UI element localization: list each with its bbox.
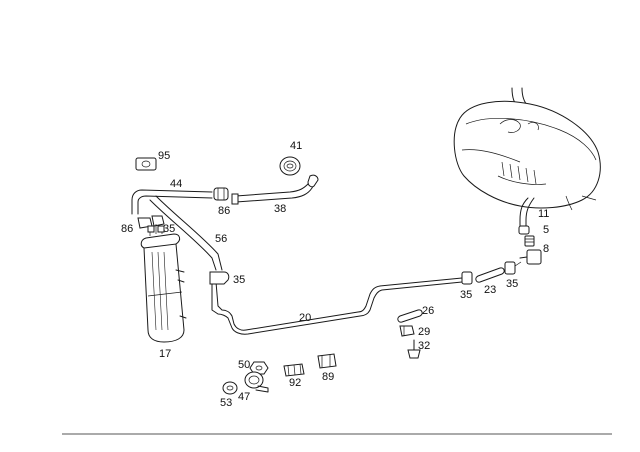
callout-35-left: 35 <box>163 223 175 235</box>
canister-17 <box>140 224 187 343</box>
part-95 <box>135 157 157 171</box>
clip-92 <box>283 363 305 377</box>
callout-86-left: 86 <box>121 223 133 235</box>
grommet-41 <box>279 156 301 176</box>
callout-11: 11 <box>538 208 549 220</box>
callout-86-top: 86 <box>218 205 230 217</box>
callout-95: 95 <box>158 150 170 162</box>
clamp-86-top <box>213 187 229 201</box>
valve-8 <box>519 235 542 265</box>
hose-23 <box>475 267 505 283</box>
callout-44: 44 <box>170 178 182 190</box>
nut-50 <box>249 361 269 375</box>
callout-35-right1: 35 <box>460 289 472 301</box>
hose-44 <box>131 189 213 215</box>
fuel-line-20 <box>211 277 463 335</box>
clip-29 <box>399 325 415 337</box>
clamp-47 <box>244 371 269 393</box>
clamp-35-right1 <box>461 271 473 285</box>
callout-50: 50 <box>238 359 250 371</box>
fuel-tank <box>453 87 601 211</box>
hose-56 <box>149 195 223 271</box>
screw-32 <box>407 339 421 359</box>
callout-89: 89 <box>322 371 334 383</box>
callout-20: 20 <box>299 312 311 324</box>
callout-38: 38 <box>274 203 286 215</box>
callout-29: 29 <box>418 326 430 338</box>
clamp-5 <box>518 225 530 235</box>
clip-89 <box>317 353 337 369</box>
clamp-35-right2 <box>504 261 522 275</box>
hose-11 <box>519 197 535 227</box>
clamp-35-mid <box>209 271 230 285</box>
callout-23: 23 <box>484 284 496 296</box>
callout-92: 92 <box>289 377 301 389</box>
clamp-35-left <box>151 215 165 227</box>
callout-17: 17 <box>159 348 171 360</box>
hose-26 <box>397 309 423 323</box>
callout-53: 53 <box>220 397 232 409</box>
callout-5: 5 <box>543 224 549 236</box>
callout-35-right2: 35 <box>506 278 518 290</box>
hose-38 <box>231 174 319 205</box>
callout-26: 26 <box>422 305 434 317</box>
washer-53 <box>222 381 238 395</box>
callout-56: 56 <box>215 233 227 245</box>
callout-35-mid: 35 <box>233 274 245 286</box>
callout-8: 8 <box>543 243 549 255</box>
callout-32: 32 <box>418 340 430 352</box>
callout-41: 41 <box>290 140 302 152</box>
callout-47: 47 <box>238 391 250 403</box>
